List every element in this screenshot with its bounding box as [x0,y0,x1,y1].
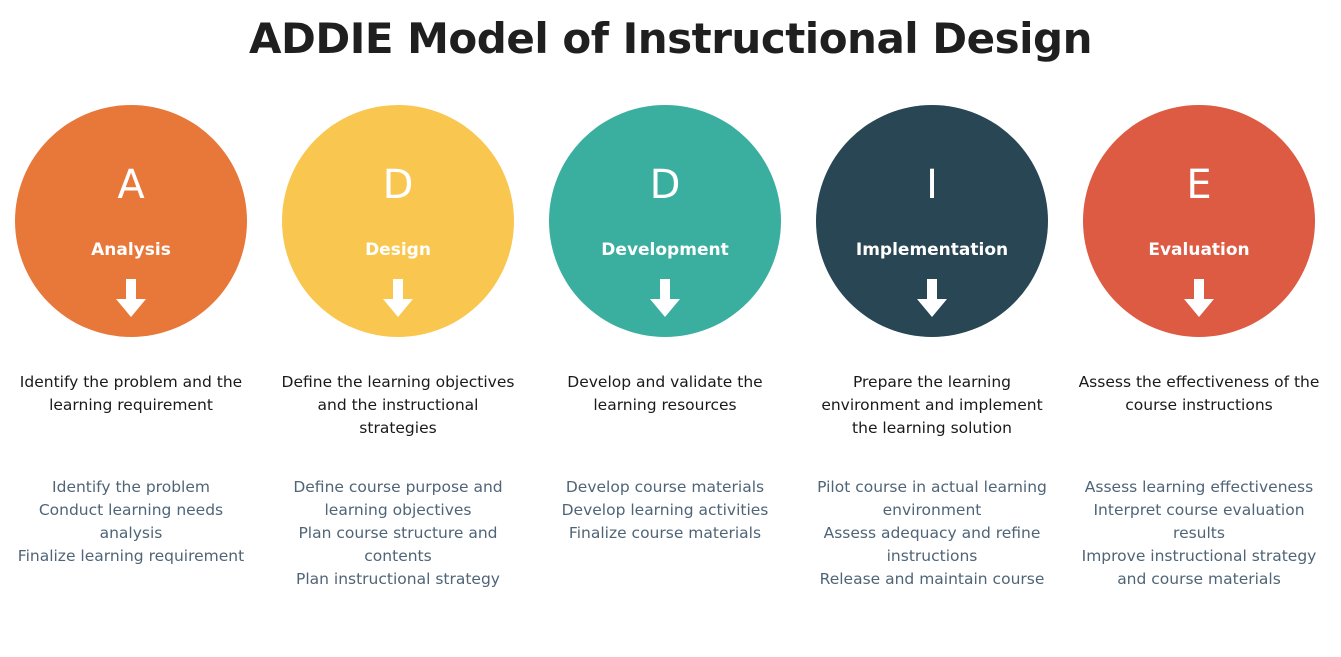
phase-circle: D Design [282,105,514,337]
arrow-down-icon [917,279,947,317]
phase-task: Identify the problem [52,478,210,496]
phase-letter: D [649,162,681,208]
page-title: ADDIE Model of Instructional Design [248,14,1093,63]
phase-task-list: Define course purpose and learning objec… [267,476,529,591]
phase-task: Improve instructional strategy and cours… [1081,547,1317,588]
phase-implementation: I Implementation Prepare the learning en… [801,105,1063,588]
phase-task: Finalize course materials [568,524,762,542]
phase-task: Develop learning activities [561,501,769,519]
phase-name: Evaluation [1148,240,1250,260]
phase-name: Development [601,240,729,260]
arrow-down-icon [383,279,413,317]
phase-task-list: Assess learning effectiveness Interpret … [1068,476,1330,591]
phase-task: Pilot course in actual learning environm… [817,478,1047,519]
phase-name: Design [365,240,431,260]
arrow-down-icon [1184,279,1214,317]
phase-summary: Assess the effectiveness of the course i… [1078,373,1320,414]
phase-circle: D Development [549,105,781,337]
phase-summary: Prepare the learning environment and imp… [821,373,1043,437]
phase-letter: A [117,162,145,208]
phase-development: D Development Develop and validate the l… [534,105,796,542]
phase-task-list: Identify the problem Conduct learning ne… [0,476,262,568]
phase-analysis: A Analysis Identify the problem and the … [0,105,262,565]
phase-name: Analysis [91,240,171,260]
phase-task: Plan instructional strategy [296,570,500,588]
phase-evaluation: E Evaluation Assess the effectiveness of… [1068,105,1330,588]
phase-name: Implementation [855,240,1009,260]
phase-task: Finalize learning requirement [17,547,245,565]
phase-task: Assess adequacy and refine instructions [823,524,1041,565]
phase-task: Plan course structure and contents [298,524,498,565]
phase-letter: I [926,162,938,208]
phase-letter: D [382,162,414,208]
phase-letter: E [1186,162,1212,208]
arrow-down-icon [116,279,146,317]
arrow-down-icon [650,279,680,317]
phase-task: Assess learning effectiveness [1084,478,1314,496]
phase-circle: E Evaluation [1083,105,1315,337]
phase-circle: A Analysis [15,105,247,337]
phase-task-list: Develop course materials Develop learnin… [534,476,796,545]
phase-circle: I Implementation [816,105,1048,337]
phase-task-list: Pilot course in actual learning environm… [801,476,1063,591]
phase-task: Conduct learning needs analysis [38,501,224,542]
phase-design: D Design Define the learning objectives … [267,105,529,588]
phase-task: Develop course materials [565,478,765,496]
phase-summary: Identify the problem and the learning re… [19,373,243,414]
phase-summary: Define the learning objectives and the i… [281,373,515,437]
phase-task: Release and maintain course [819,570,1045,588]
phase-task: Interpret course evaluation results [1093,501,1305,542]
phase-task: Define course purpose and learning objec… [293,478,503,519]
phase-summary: Develop and validate the learning resour… [567,373,763,414]
